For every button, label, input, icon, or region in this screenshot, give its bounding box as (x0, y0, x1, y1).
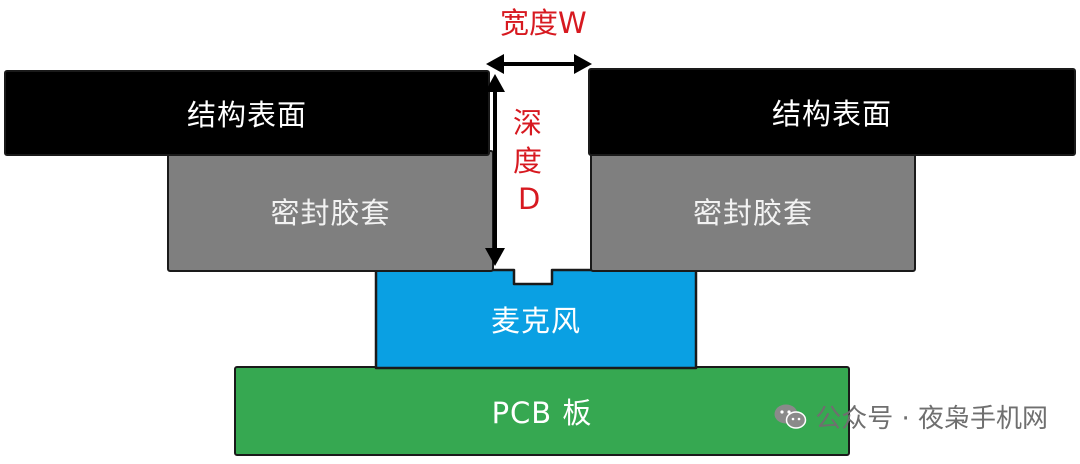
watermark: 公众号 · 夜枭手机网 (773, 398, 1048, 435)
seal-left-label: 密封胶套 (270, 196, 391, 230)
depth-label-line2: 度 (513, 144, 543, 178)
microphone-label: 麦克风 (490, 304, 581, 338)
structure-surface-left-label: 结构表面 (186, 98, 307, 132)
pcb-label: PCB 板 (491, 396, 593, 430)
seal-left: 密封胶套 (167, 150, 494, 272)
structure-surface-left: 结构表面 (4, 70, 490, 156)
width-label: 宽度W (500, 6, 587, 40)
depth-label-line1: 深 (513, 106, 543, 140)
wechat-icon (774, 404, 807, 429)
structure-surface-right: 结构表面 (588, 68, 1076, 156)
seal-right-label: 密封胶套 (692, 196, 813, 230)
seal-right: 密封胶套 (590, 150, 916, 272)
depth-label-line3: D (518, 182, 541, 216)
structure-surface-right-label: 结构表面 (771, 97, 892, 131)
microphone: 麦克风 (374, 268, 698, 370)
pcb-board: PCB 板 (234, 366, 850, 456)
microphone-body (374, 268, 698, 370)
watermark-text: 公众号 · 夜枭手机网 (815, 404, 1048, 434)
